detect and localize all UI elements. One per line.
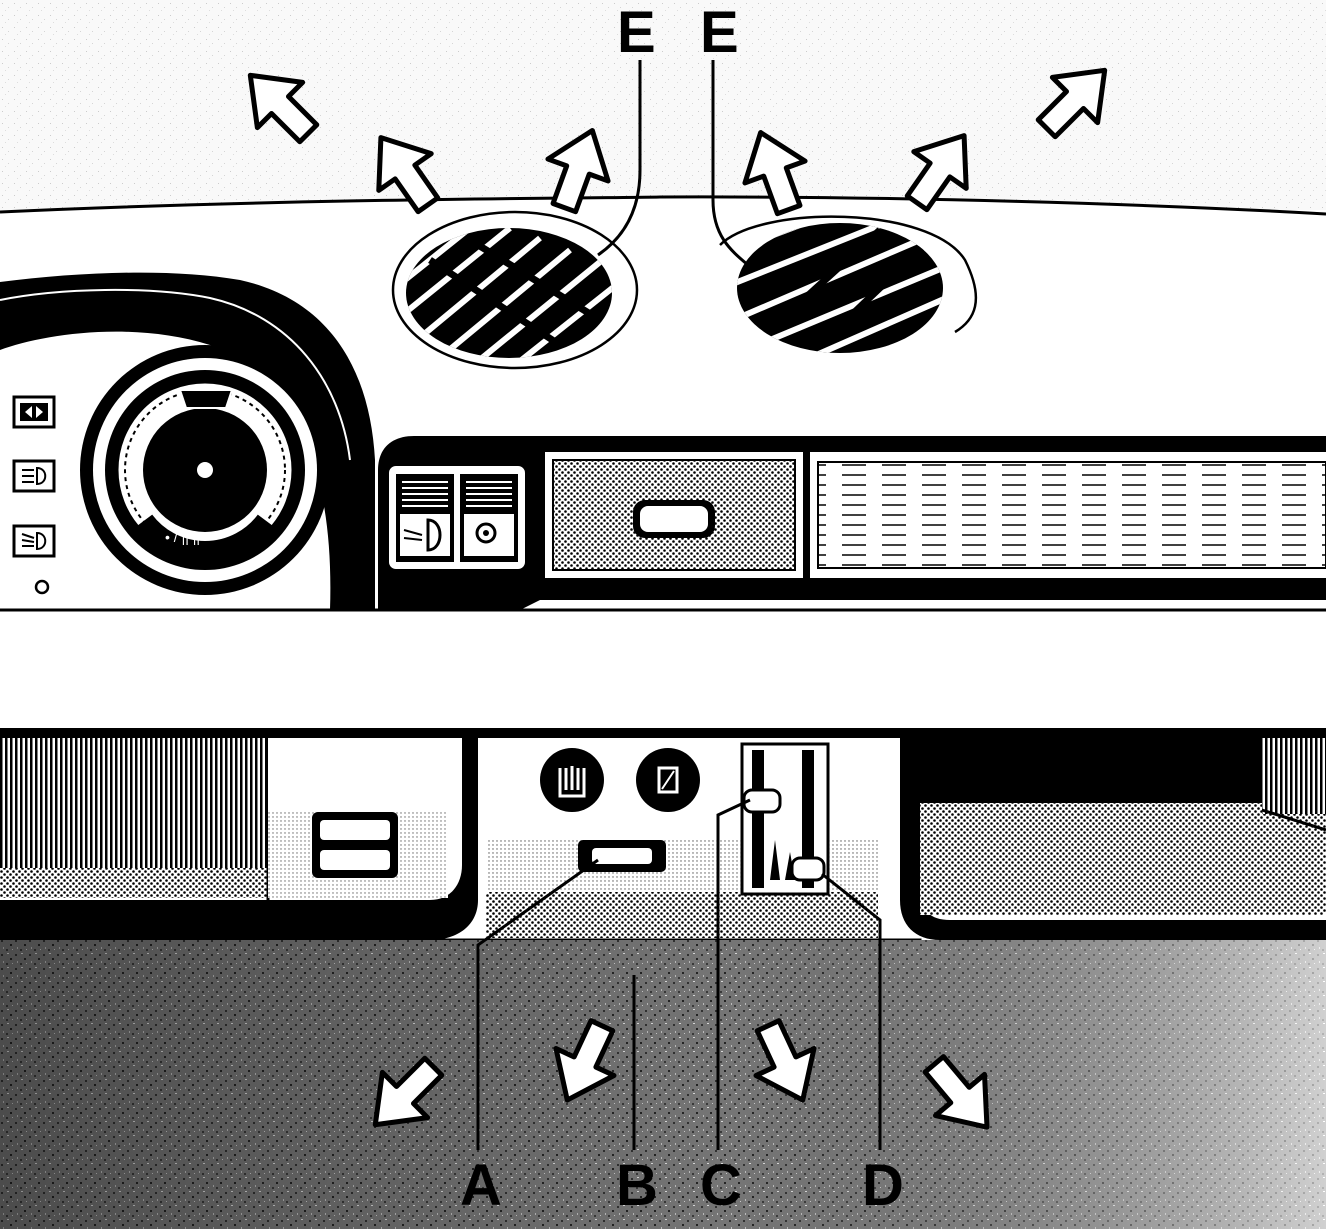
- svg-text:C: C: [700, 1153, 742, 1218]
- radio-blanking-panel: [818, 462, 1326, 568]
- rear-window-icon: [636, 748, 700, 812]
- ashtray-handle: [640, 506, 708, 532]
- svg-text:E: E: [700, 0, 739, 65]
- gauge-icon: • / || ||: [80, 345, 330, 595]
- svg-text:E: E: [617, 0, 656, 65]
- warning-lamp-icon: [36, 581, 48, 593]
- temperature-slider-track: [752, 750, 764, 888]
- floor-carpet: [0, 940, 1326, 1229]
- seat-heater-icon: [540, 748, 604, 812]
- svg-text:• / || ||: • / || ||: [165, 529, 200, 545]
- fan-slider-knob: [792, 858, 824, 880]
- background-texture: [0, 0, 1326, 210]
- dash-switch-panel: [378, 436, 1326, 610]
- svg-text:D: D: [862, 1153, 904, 1218]
- svg-text:B: B: [616, 1153, 658, 1218]
- svg-text:A: A: [460, 1153, 502, 1218]
